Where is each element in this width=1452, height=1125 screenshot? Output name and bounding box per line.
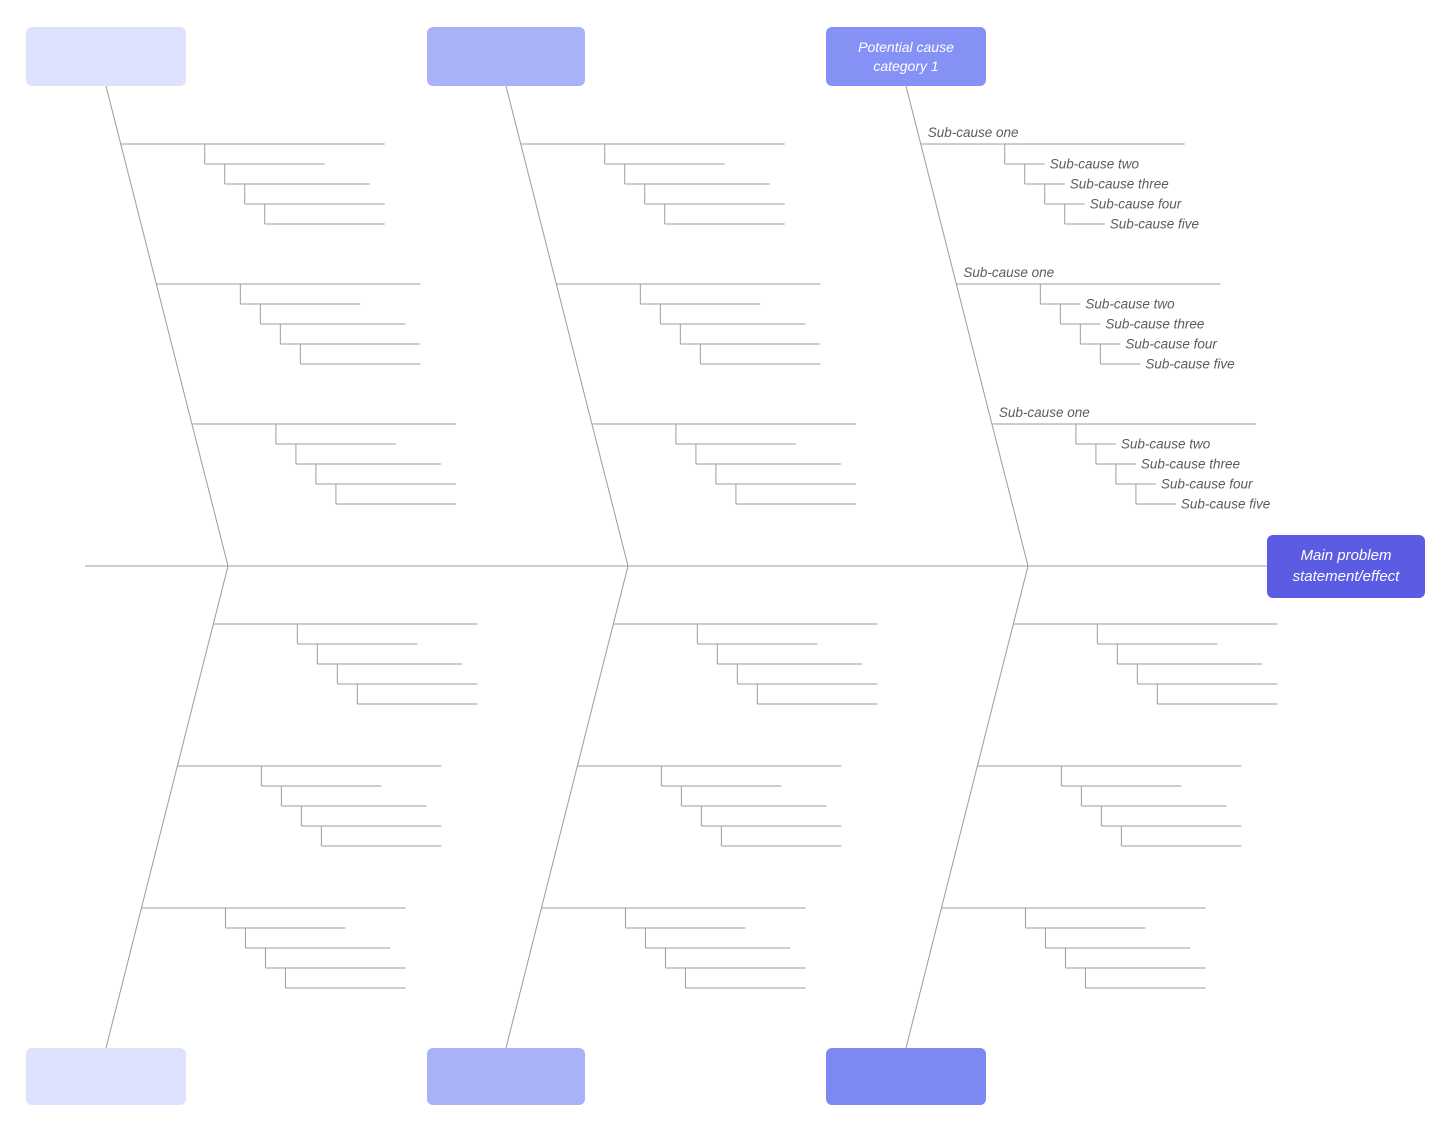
- category-box-bottom-middle[interactable]: [427, 1048, 585, 1105]
- sub-cause-label[interactable]: Sub-cause two: [1085, 297, 1175, 312]
- sub-cause-label[interactable]: Sub-cause three: [1141, 457, 1240, 472]
- category-bone: [905, 565, 1029, 1049]
- category-bone: [505, 565, 629, 1049]
- category-bone: [105, 85, 229, 567]
- sub-cause-label[interactable]: Sub-cause three: [1105, 317, 1204, 332]
- category-bone: [505, 85, 629, 567]
- sub-cause-label[interactable]: Sub-cause five: [1145, 357, 1234, 372]
- sub-cause-label[interactable]: Sub-cause four: [1090, 197, 1182, 212]
- main-problem-box[interactable]: Main problem statement/effect: [1267, 535, 1425, 598]
- sub-cause-label[interactable]: Sub-cause four: [1125, 337, 1217, 352]
- sub-cause-one-label[interactable]: Sub-cause one: [999, 405, 1090, 420]
- category-box-top-left[interactable]: [26, 27, 186, 86]
- sub-cause-label[interactable]: Sub-cause two: [1050, 157, 1140, 172]
- sub-cause-label[interactable]: Sub-cause four: [1161, 477, 1253, 492]
- sub-cause-one-label[interactable]: Sub-cause one: [928, 125, 1019, 140]
- category-bone: [905, 85, 1029, 567]
- sub-cause-label[interactable]: Sub-cause five: [1110, 217, 1199, 232]
- sub-cause-label[interactable]: Sub-cause five: [1181, 497, 1270, 512]
- category-box-top-middle[interactable]: [427, 27, 585, 86]
- category-box-top-right[interactable]: Potential cause category 1: [826, 27, 986, 86]
- main-problem-label: Main problem statement/effect: [1292, 547, 1400, 585]
- sub-cause-one-label[interactable]: Sub-cause one: [963, 265, 1054, 280]
- sub-cause-label[interactable]: Sub-cause three: [1070, 177, 1169, 192]
- category-box-bottom-left[interactable]: [26, 1048, 186, 1105]
- category-label: Potential cause category 1: [858, 38, 954, 74]
- category-bone: [105, 565, 229, 1049]
- sub-cause-label[interactable]: Sub-cause two: [1121, 437, 1211, 452]
- category-box-bottom-right[interactable]: [826, 1048, 986, 1105]
